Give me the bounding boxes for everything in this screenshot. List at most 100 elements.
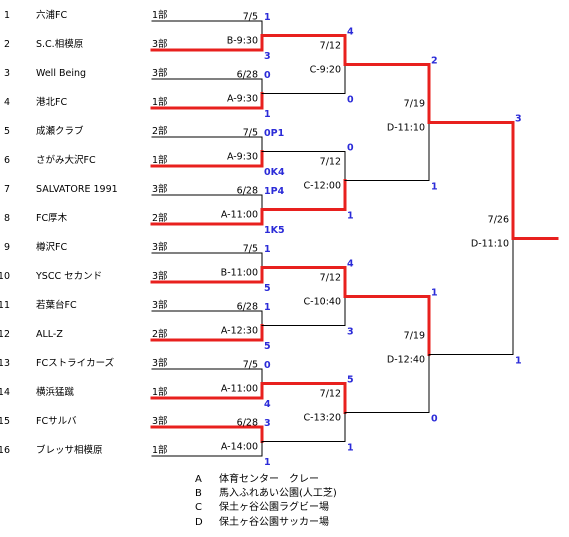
score-top: 0P1 bbox=[264, 128, 284, 139]
team-division: 3部 bbox=[152, 270, 168, 282]
match-date: 7/19 bbox=[404, 99, 425, 110]
team-seed: 6 bbox=[4, 155, 10, 166]
team-division: 1部 bbox=[152, 9, 168, 21]
match-date: 6/28 bbox=[237, 418, 258, 429]
team-seed: 3 bbox=[4, 68, 10, 79]
score-top: 5 bbox=[347, 375, 354, 386]
venue-legend: A 体育センター クレー B 馬入ふれあい公園(人工芝) C 保土ヶ谷公園ラグビ… bbox=[195, 473, 337, 530]
team-name: FCサルバ bbox=[36, 416, 77, 427]
team-division: 3部 bbox=[152, 415, 168, 427]
score-top: 1 bbox=[264, 244, 271, 255]
match-date: 7/5 bbox=[243, 360, 258, 371]
score-top: 4 bbox=[347, 27, 354, 38]
team-name: SALVATORE 1991 bbox=[36, 184, 118, 195]
match-slot: D-11:10 bbox=[387, 123, 425, 134]
legend-venue: 保土ヶ谷公園ラグビー場 bbox=[219, 502, 329, 514]
match-slot: A-11:00 bbox=[221, 210, 258, 221]
team-seed: 16 bbox=[0, 445, 10, 456]
team-name: ブレッサ相模原 bbox=[36, 444, 103, 456]
team-seed: 14 bbox=[0, 387, 10, 398]
score-bottom: 1 bbox=[347, 211, 354, 222]
team-division: 1部 bbox=[152, 386, 168, 398]
team-seed: 5 bbox=[4, 126, 10, 137]
legend-code: A bbox=[195, 474, 202, 485]
legend-venue: 馬入ふれあい公園(人工芝) bbox=[219, 488, 337, 500]
team-division: 3部 bbox=[152, 357, 168, 369]
team-name: FCストライカーズ bbox=[36, 357, 115, 369]
score-bottom: 1K5 bbox=[264, 225, 285, 236]
match-date: 7/19 bbox=[404, 331, 425, 342]
legend-code: B bbox=[195, 488, 202, 500]
match-slot: A-9:30 bbox=[227, 152, 258, 163]
match-date: 6/28 bbox=[237, 186, 258, 197]
match-slot: C-9:20 bbox=[310, 65, 341, 76]
score-bottom: 1 bbox=[431, 182, 438, 193]
team-seed: 7 bbox=[4, 184, 10, 195]
legend-row-c: C 保土ヶ谷公園ラグビー場 bbox=[195, 501, 337, 515]
score-bottom: 3 bbox=[347, 327, 354, 338]
team-seed: 13 bbox=[0, 358, 10, 369]
team-seed: 4 bbox=[4, 97, 10, 108]
legend-venue: 体育センター クレー bbox=[219, 474, 319, 485]
match-date: 7/5 bbox=[243, 128, 258, 139]
team-name: 若葉台FC bbox=[36, 299, 77, 311]
match-date: 6/28 bbox=[237, 70, 258, 81]
legend-code: D bbox=[195, 516, 203, 528]
score-bottom: 3 bbox=[264, 51, 271, 62]
legend-row-a: A 体育センター クレー bbox=[195, 473, 337, 487]
match-slot: C-13:20 bbox=[304, 413, 341, 424]
score-top: 3 bbox=[515, 114, 522, 125]
match-slot: A-14:00 bbox=[221, 442, 258, 453]
team-division: 1部 bbox=[152, 444, 168, 456]
match-date: 7/12 bbox=[320, 157, 341, 168]
team-name: 成瀬クラブ bbox=[36, 125, 84, 137]
team-division: 3部 bbox=[152, 299, 168, 311]
match-date: 7/12 bbox=[320, 389, 341, 400]
team-seed: 11 bbox=[0, 300, 10, 311]
team-seed: 8 bbox=[4, 213, 10, 224]
team-name: さがみ大沢FC bbox=[36, 154, 96, 166]
team-seed: 9 bbox=[4, 242, 10, 253]
score-bottom: 1 bbox=[347, 443, 354, 454]
legend-row-b: B 馬入ふれあい公園(人工芝) bbox=[195, 487, 337, 501]
team-division: 3部 bbox=[152, 38, 168, 50]
team-division: 2部 bbox=[152, 212, 168, 224]
match-slot: A-9:30 bbox=[227, 94, 258, 105]
score-top: 0 bbox=[264, 360, 271, 371]
team-name: 横浜猛蹴 bbox=[36, 386, 75, 398]
score-top: 1 bbox=[264, 302, 271, 313]
team-name: 六浦FC bbox=[36, 9, 67, 21]
team-division: 2部 bbox=[152, 125, 168, 137]
match-slot: C-12:00 bbox=[304, 181, 341, 192]
match-date: 7/12 bbox=[320, 273, 341, 284]
team-division: 3部 bbox=[152, 67, 168, 79]
score-bottom: 1 bbox=[264, 109, 271, 120]
match-date: 7/5 bbox=[243, 12, 258, 23]
legend-code: C bbox=[195, 502, 202, 514]
team-seed: 2 bbox=[4, 39, 10, 50]
match-date: 7/26 bbox=[488, 215, 509, 226]
match-slot: D-11:10 bbox=[471, 239, 509, 250]
match-slot: B-9:30 bbox=[227, 36, 258, 47]
score-bottom: 1 bbox=[264, 457, 271, 468]
team-division: 2部 bbox=[152, 328, 168, 340]
score-top: 2 bbox=[431, 56, 438, 67]
score-top: 3 bbox=[264, 418, 271, 429]
score-top: 0 bbox=[264, 70, 271, 81]
score-bottom: 5 bbox=[264, 283, 271, 294]
team-name: Well Being bbox=[36, 68, 86, 79]
team-name: 樽沢FC bbox=[36, 241, 67, 253]
match-slot: C-10:40 bbox=[304, 297, 341, 308]
team-seed: 15 bbox=[0, 416, 10, 427]
match-date: 7/5 bbox=[243, 244, 258, 255]
team-division: 1部 bbox=[152, 154, 168, 166]
legend-row-d: D 保土ヶ谷公園サッカー場 bbox=[195, 516, 337, 530]
match-slot: D-12:40 bbox=[387, 355, 425, 366]
team-division: 3部 bbox=[152, 241, 168, 253]
match-slot: A-11:00 bbox=[221, 384, 258, 395]
score-bottom: 0 bbox=[431, 414, 438, 425]
score-top: 1 bbox=[431, 288, 438, 299]
score-bottom: 0 bbox=[347, 95, 354, 106]
match-date: 7/12 bbox=[320, 41, 341, 52]
